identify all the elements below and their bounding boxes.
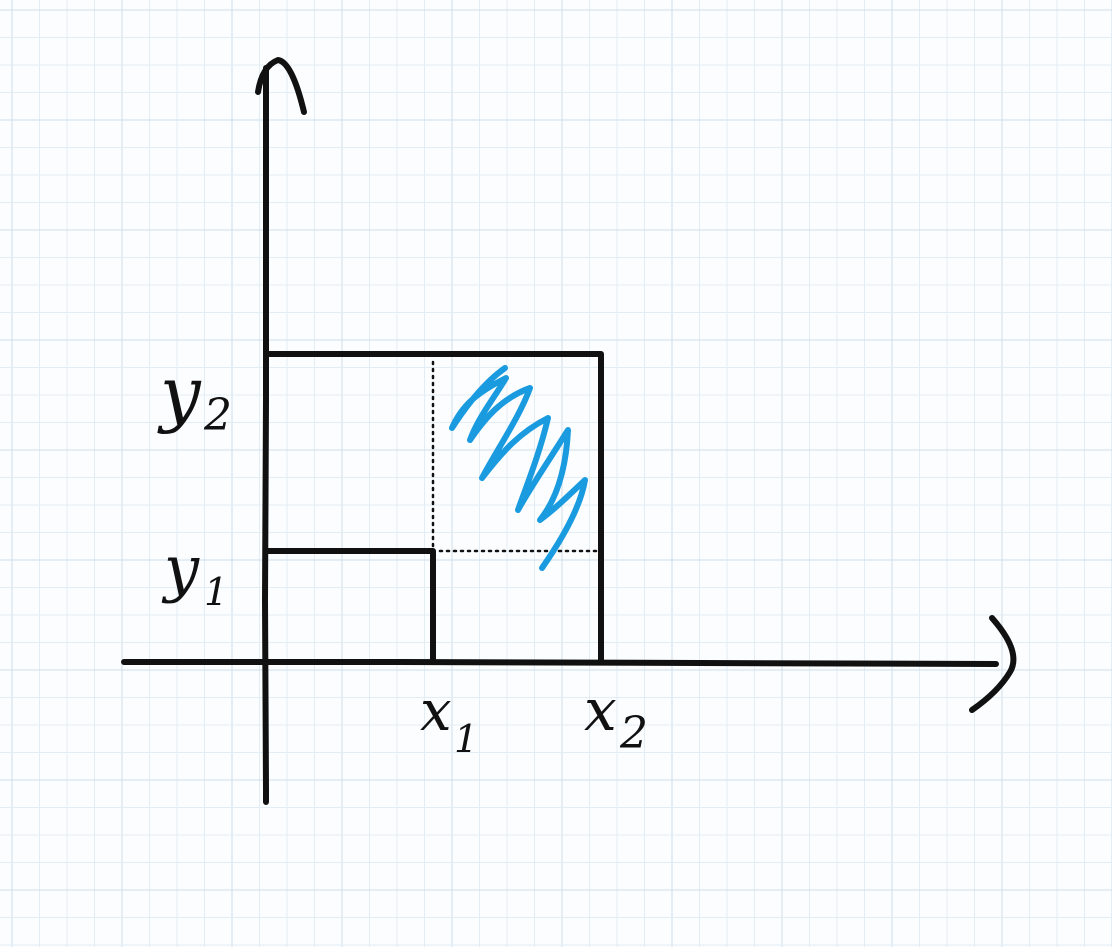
label-x2: x 2	[584, 676, 648, 759]
shaded-region-scribble	[449, 365, 588, 571]
x-axis-arrow-icon	[969, 615, 1017, 713]
labels: y 2 y 1 x 1 x 2	[157, 351, 648, 761]
inner-rectangle	[263, 548, 436, 665]
label-x2-letter: x	[584, 676, 617, 744]
y-axis-arrow-icon	[255, 57, 307, 115]
label-y1-letter: y	[161, 532, 200, 605]
label-x1-subscript: 1	[454, 717, 478, 761]
label-x2-subscript: 2	[619, 708, 648, 759]
axes	[121, 57, 1017, 805]
label-y1: y 1	[161, 532, 228, 614]
label-y1-subscript: 1	[204, 570, 228, 614]
rectangles	[263, 351, 604, 665]
outer-rectangle	[263, 351, 604, 665]
label-y2-letter: y	[157, 351, 202, 435]
label-y2-subscript: 2	[203, 390, 232, 441]
y-axis-line	[262, 65, 269, 805]
label-y2: y 2	[157, 351, 232, 441]
label-x1: x 1	[420, 679, 478, 761]
label-x1-letter: x	[420, 679, 452, 744]
x-axis-line	[121, 659, 999, 667]
